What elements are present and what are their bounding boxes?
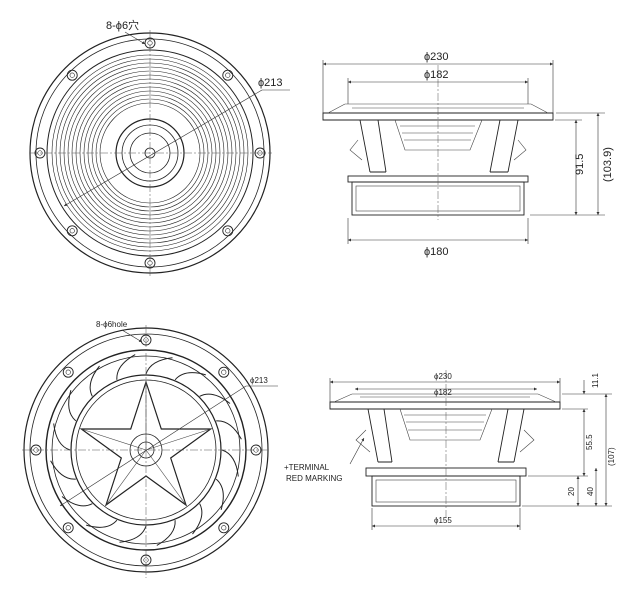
mounting-hole: [30, 444, 42, 456]
front-dia-label-top: ϕ213: [258, 77, 283, 89]
mounting-hole-inner: [65, 525, 71, 531]
mounting-hole-inner: [147, 40, 153, 46]
side-total-depth-label-bottom: (107): [607, 447, 616, 466]
mounting-hole-inner: [37, 150, 43, 156]
frame-petal: [116, 354, 136, 380]
frame-petal: [192, 503, 203, 535]
frame-petal: [145, 357, 173, 375]
frame-petal: [174, 372, 206, 381]
mounting-hole-inner: [69, 72, 75, 78]
side-mid-depth-label: 55.5: [585, 434, 594, 450]
frame-petal: [53, 423, 71, 451]
frame-petal: [86, 519, 118, 528]
mounting-hole: [140, 334, 152, 346]
star-ridge: [145, 428, 211, 451]
side-flange-label: 11.1: [591, 372, 600, 388]
mounting-hole: [144, 37, 156, 49]
side-top-width-label-top: ϕ230: [424, 51, 449, 63]
mounting-hole-inner: [69, 228, 75, 234]
frame-petal: [221, 449, 239, 477]
star-ridge: [105, 449, 147, 506]
mounting-hole: [254, 147, 266, 159]
front-view-top: ϕ213 8-ϕ6穴: [29, 18, 290, 278]
mounting-hole-inner: [143, 337, 149, 343]
side-depth-label-top: 91.5: [574, 154, 586, 175]
mounting-hole: [66, 225, 78, 237]
frame-petal: [199, 393, 231, 404]
mounting-hole: [140, 554, 152, 566]
star-ridge: [81, 428, 147, 451]
frame-petal: [215, 478, 224, 510]
mounting-hole-inner: [65, 369, 71, 375]
frame-petal: [50, 460, 76, 480]
mounting-hole-inner: [221, 369, 227, 375]
mounting-hole-inner: [253, 447, 259, 453]
mounting-hole: [144, 257, 156, 269]
side-magnet-20-label: 20: [567, 487, 576, 496]
mounting-hole-inner: [143, 557, 149, 563]
frame-petal: [68, 390, 77, 422]
mounting-hole: [218, 522, 230, 534]
front-view-bottom: ϕ213 8-ϕ6hole: [22, 320, 278, 578]
side-view-top: ϕ230 ϕ182 ϕ180 91.5 (103.9): [322, 51, 614, 258]
frame-petal: [89, 365, 100, 397]
mounting-hole: [222, 69, 234, 81]
frame-petal: [119, 525, 147, 543]
terminal-label-line1: +TERMINAL: [284, 463, 330, 472]
side-bottom-width-label-top: ϕ180: [424, 246, 449, 258]
mounting-hole-inner: [147, 260, 153, 266]
star-ridge: [145, 449, 187, 506]
frame-petal: [61, 496, 93, 507]
mounting-hole: [62, 522, 74, 534]
mounting-hole: [218, 366, 230, 378]
mounting-hole: [222, 225, 234, 237]
mounting-hole-inner: [221, 525, 227, 531]
frame-petal: [216, 420, 242, 440]
side-magnet-40-label: 40: [586, 487, 595, 496]
front-holes-label-bottom: 8-ϕ6hole: [96, 320, 128, 329]
mounting-hole-inner: [225, 72, 231, 78]
side-top-width-label-bottom: ϕ230: [434, 372, 452, 381]
mounting-hole: [62, 366, 74, 378]
mounting-hole-inner: [257, 150, 263, 156]
front-dia-label-bottom: ϕ213: [250, 376, 268, 385]
frame-petal: [156, 520, 176, 546]
mounting-hole: [250, 444, 262, 456]
side-total-depth-label-top: (103.9): [602, 147, 614, 182]
side-frame-width-label-top: ϕ182: [424, 69, 449, 81]
mounting-hole: [66, 69, 78, 81]
side-view-bottom: ϕ230 ϕ182 ϕ155 11.1 55.5 (107) 20 40 +TE…: [284, 370, 616, 530]
terminal-label-line2: RED MARKING: [286, 474, 342, 483]
side-bottom-width-label-bottom: ϕ155: [434, 516, 452, 525]
front-holes-label-top: 8-ϕ6穴: [106, 18, 139, 32]
mounting-hole: [34, 147, 46, 159]
mounting-hole-inner: [225, 228, 231, 234]
mounting-hole-inner: [33, 447, 39, 453]
side-frame-width-label-bottom: ϕ182: [434, 388, 452, 397]
